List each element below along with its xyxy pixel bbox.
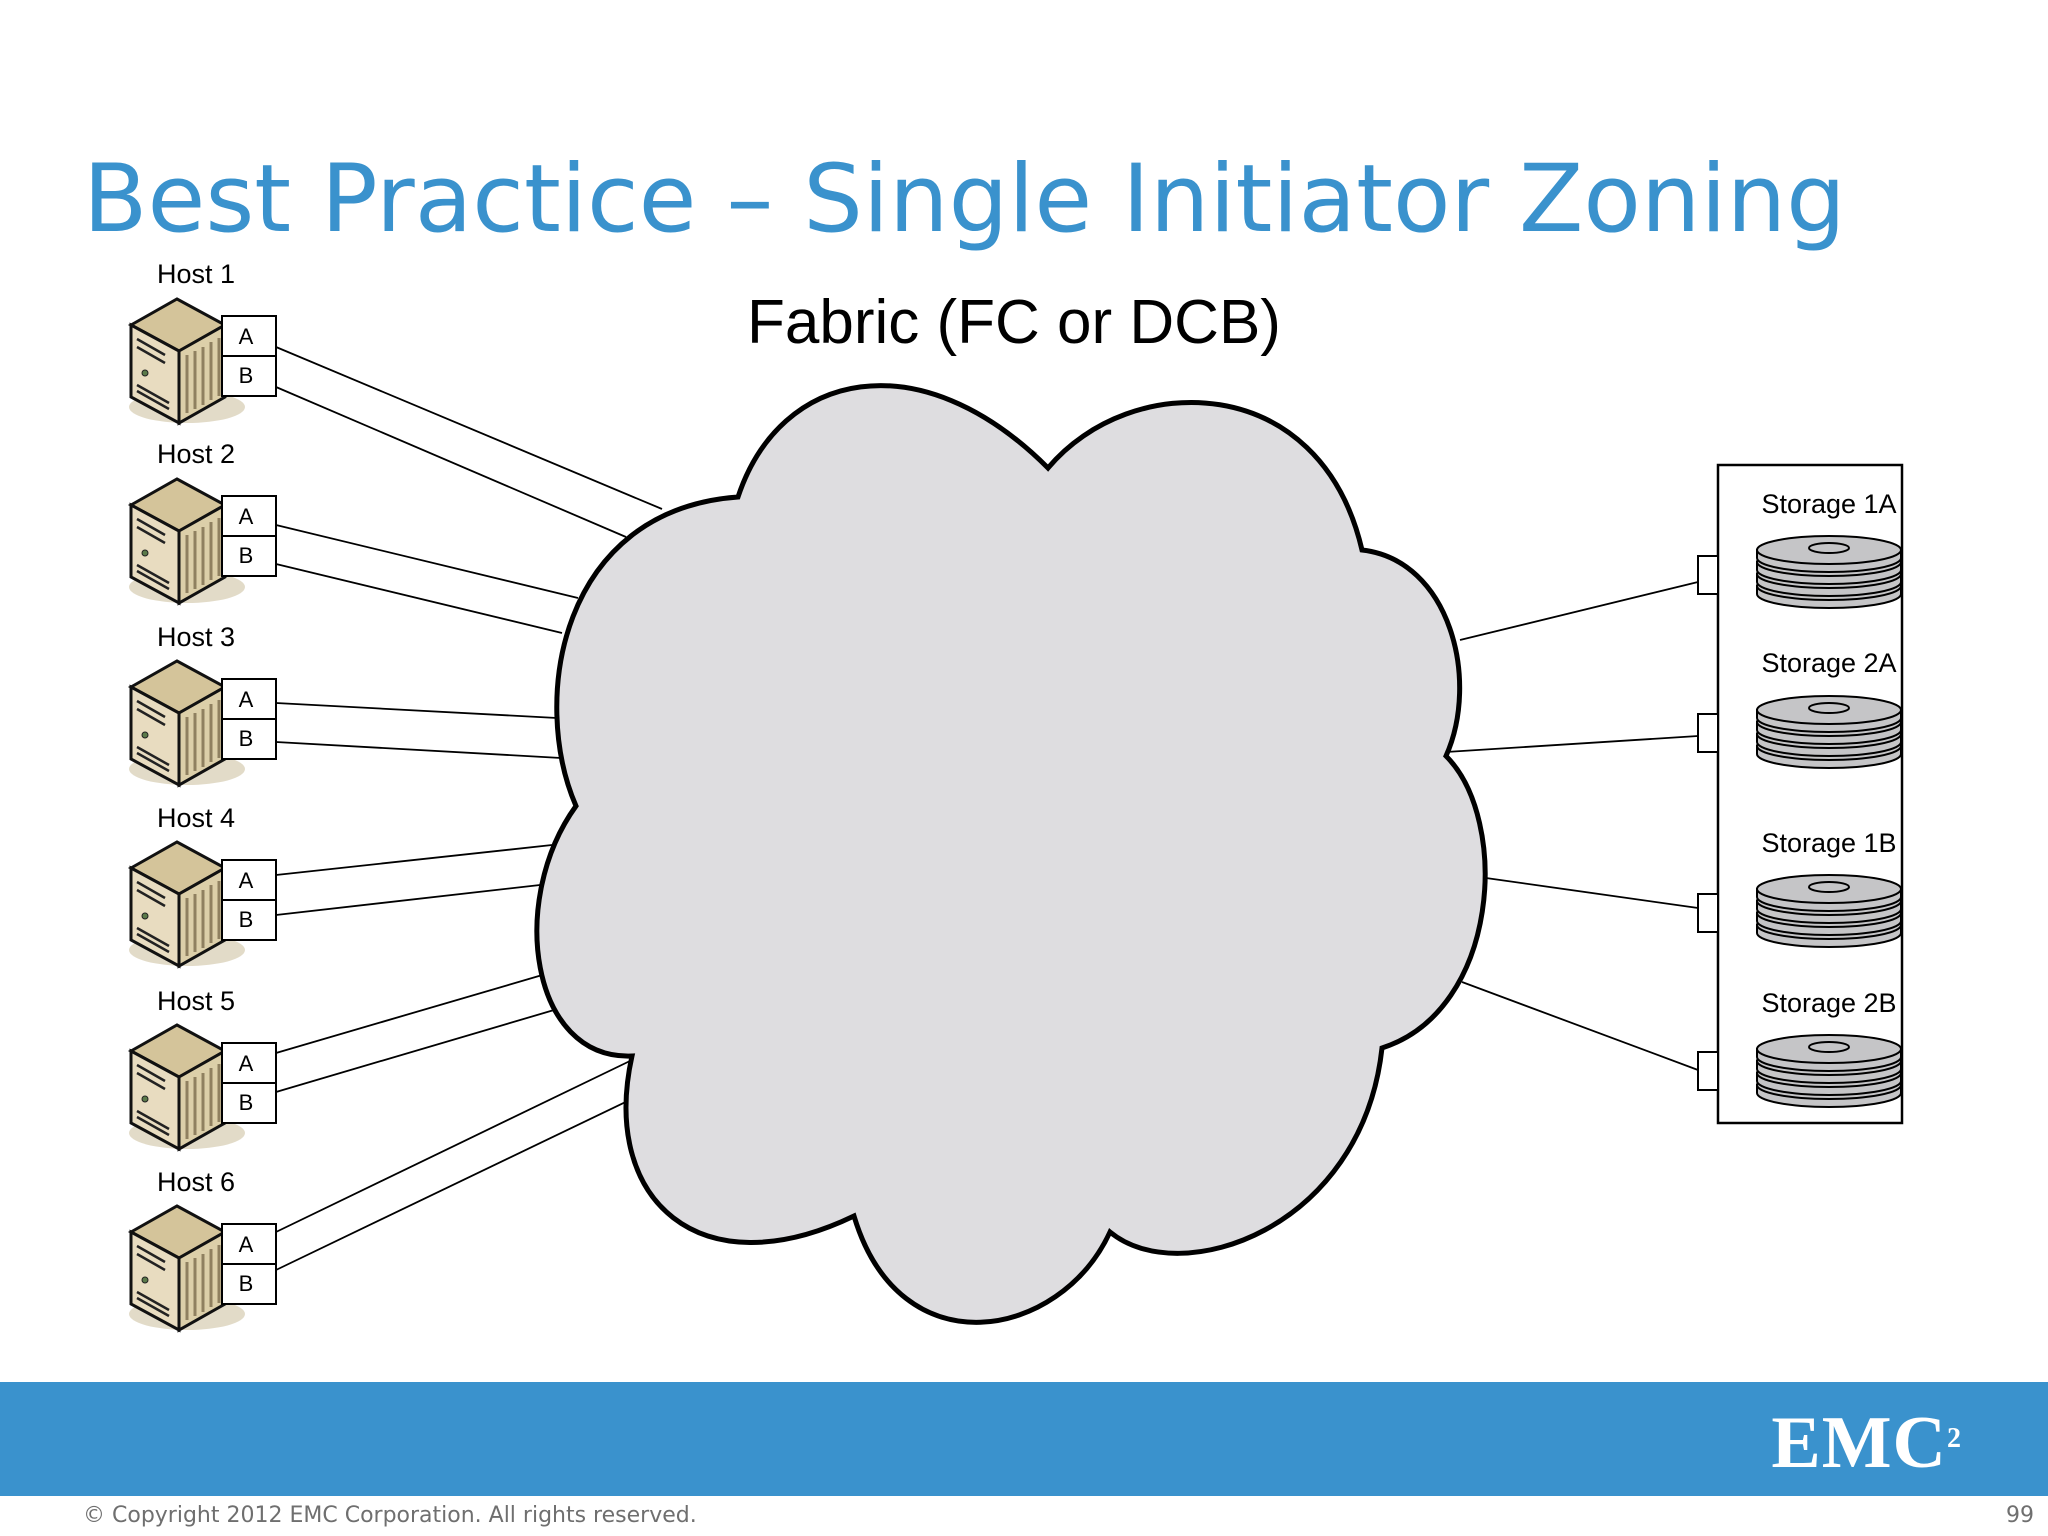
storage-1b: Storage 1B	[1756, 828, 1902, 948]
emc-logo: EMC2	[1771, 1402, 1962, 1484]
storage-port	[1697, 555, 1719, 595]
storage-2a: Storage 2A	[1756, 648, 1902, 769]
disk-stack-icon	[1756, 874, 1902, 948]
disk-stack-icon	[1756, 695, 1902, 769]
port-a-label: A	[239, 1051, 254, 1076]
storage-array: Storage 1A Storage 2A Storage 1B Storage…	[1697, 463, 1904, 1125]
fabric-label: Fabric (FC or DCB)	[747, 288, 1281, 357]
storage-label: Storage 1B	[1761, 828, 1896, 858]
slide-title: Best Practice – Single Initiator Zoning	[83, 145, 1846, 254]
footer-band: EMC2	[0, 1382, 2048, 1496]
host-label: Host 2	[157, 439, 235, 469]
port-b-label: B	[239, 1271, 254, 1296]
host-label: Host 1	[157, 259, 235, 289]
port-b-label: B	[239, 1090, 254, 1115]
port-b-label: B	[239, 726, 254, 751]
port-a-label: A	[239, 504, 254, 529]
host-label: Host 5	[157, 986, 235, 1016]
copyright-notice: © Copyright 2012 EMC Corporation. All ri…	[83, 1503, 697, 1528]
fabric-cloud-icon	[534, 383, 1488, 1325]
zoning-diagram: Fabric (FC or DCB) Host 1 A B Host 2	[127, 259, 1904, 1332]
host-1: Host 1 A B	[127, 259, 277, 425]
host-2: Host 2 A B	[127, 439, 277, 605]
storage-port	[1697, 1051, 1719, 1091]
host-3: Host 3 A B	[127, 622, 277, 787]
host-label: Host 3	[157, 622, 235, 652]
port-a-label: A	[239, 687, 254, 712]
storage-1a: Storage 1A	[1756, 489, 1902, 609]
host-5: Host 5 A B	[127, 986, 277, 1151]
disk-stack-icon	[1756, 535, 1902, 609]
host-4: Host 4 A B	[127, 803, 277, 968]
port-a-label: A	[239, 324, 254, 349]
storage-links	[1445, 581, 1699, 1071]
disk-stack-icon	[1756, 1034, 1902, 1108]
storage-label: Storage 2B	[1761, 988, 1896, 1018]
host-label: Host 6	[157, 1167, 235, 1197]
port-a-label: A	[239, 868, 254, 893]
storage-label: Storage 1A	[1761, 489, 1896, 519]
port-b-label: B	[239, 543, 254, 568]
port-a-label: A	[239, 1232, 254, 1257]
host-label: Host 4	[157, 803, 235, 833]
storage-port	[1697, 893, 1719, 933]
host-6: Host 6 A B	[127, 1167, 277, 1332]
storage-label: Storage 2A	[1761, 648, 1896, 678]
port-b-label: B	[239, 363, 254, 388]
port-b-label: B	[239, 907, 254, 932]
page-number: 99	[2006, 1503, 2034, 1528]
storage-port	[1697, 713, 1719, 753]
host-links	[275, 346, 663, 1271]
storage-2b: Storage 2B	[1756, 988, 1902, 1108]
